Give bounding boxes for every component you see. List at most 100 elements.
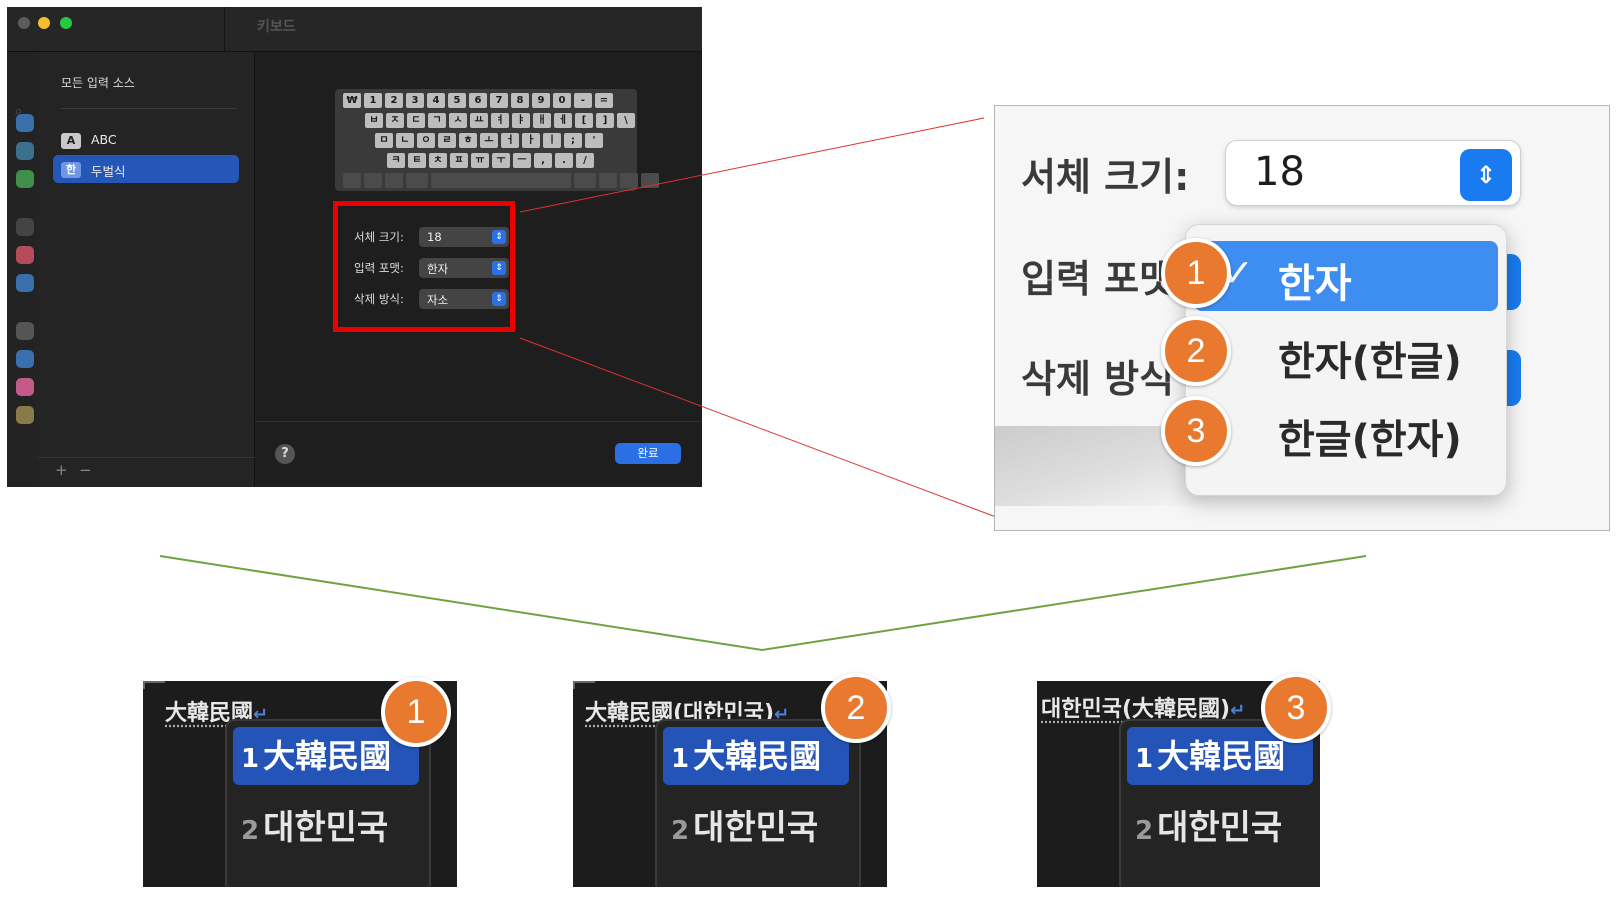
zoom-font-size-select[interactable]: 18 ⇕: [1225, 140, 1521, 206]
keyboard-key: ㅔ: [554, 113, 572, 128]
keyboard-key: ㅏ: [522, 133, 540, 148]
keyboard-key: ㅐ: [533, 113, 551, 128]
keyboard-key: /: [576, 153, 594, 168]
keyboard-key: ㅊ: [429, 153, 447, 168]
keyboard-key: ㅗ: [480, 133, 498, 148]
keyboard-key: [343, 173, 361, 188]
zoom-font-size-label: 서체 크기:: [1021, 155, 1190, 199]
keyboard-key: ㄱ: [428, 113, 446, 128]
input-format-dropdown-menu: ✓ 한자 한자(한글) 한글(한자): [1185, 224, 1507, 496]
input-sources-sidebar: 모든 입력 소스 A ABC 한 두벌식 + −: [37, 52, 255, 487]
keyboard-key: 3: [406, 93, 424, 108]
input-source-dubeolsik[interactable]: 한 두벌식: [53, 155, 239, 183]
menu-item-hanja-hangul[interactable]: 한자(한글): [1194, 319, 1498, 389]
minimize-button[interactable]: [38, 17, 50, 29]
maximize-button[interactable]: [60, 17, 72, 29]
keyboard-key: ㄷ: [407, 113, 425, 128]
crop-corner: [143, 681, 165, 689]
keyboard-key: [574, 173, 596, 188]
keyboard-key: ㅑ: [512, 113, 530, 128]
menu-item-hangul-hanja[interactable]: 한글(한자): [1194, 397, 1498, 467]
input-source-label: 두벌식: [91, 164, 126, 179]
keyboard-key: ㄴ: [396, 133, 414, 148]
keyboard-key: ㅠ: [471, 153, 489, 168]
keyboard-key: 4: [427, 93, 445, 108]
keyboard-key: ㅍ: [450, 153, 468, 168]
step-badge: 3: [1161, 396, 1231, 466]
keyboard-key: 5: [448, 93, 466, 108]
keyboard-key: [641, 173, 659, 188]
keyboard-key: ㅡ: [513, 153, 531, 168]
keyboard-key: -: [574, 93, 592, 108]
keyboard-key: .: [555, 153, 573, 168]
font-size-value: 18: [427, 230, 442, 244]
input-source-label: ABC: [91, 132, 117, 147]
title-bar: 키보드: [7, 7, 702, 52]
close-button[interactable]: [18, 17, 30, 29]
input-format-select[interactable]: 한자 ⇕: [419, 258, 509, 278]
add-source-button[interactable]: +: [55, 461, 68, 479]
chevron-updown-icon: ⇕: [492, 292, 506, 306]
keyboard-key: ㅣ: [543, 133, 561, 148]
step-badge: 2: [821, 673, 891, 743]
highlight-box: [333, 201, 515, 332]
menu-item-label: 한자: [1278, 261, 1352, 307]
game-center-icon[interactable]: [16, 378, 34, 396]
menu-item-label: 한자(한글): [1278, 339, 1462, 385]
keyboard-key: [385, 173, 403, 188]
hangul-icon: 한: [61, 162, 81, 178]
remove-source-button[interactable]: −: [79, 461, 92, 479]
keyboard-key: 1: [364, 93, 382, 108]
lock-icon[interactable]: [16, 218, 34, 236]
keyboard-key: 2: [385, 93, 403, 108]
users-icon[interactable]: [16, 274, 34, 292]
step-badge: 2: [1161, 316, 1231, 386]
zoom-font-size-value: 18: [1254, 149, 1305, 195]
chevron-updown-icon: ⇕: [1460, 149, 1512, 201]
keyboard-key: ㅇ: [417, 133, 435, 148]
keyboard-key: ㅂ: [365, 113, 383, 128]
display-icon[interactable]: [16, 142, 34, 160]
settings-icon[interactable]: [16, 114, 34, 132]
divider: [255, 421, 702, 422]
keyboard-key: ㅓ: [501, 133, 519, 148]
results-connector: [159, 555, 1367, 652]
keyboard-key: =: [595, 93, 613, 108]
keyboard-key: ㅅ: [449, 113, 467, 128]
menu-item-label: 한글(한자): [1278, 417, 1462, 463]
wallet-icon[interactable]: [16, 406, 34, 424]
internet-accounts-icon[interactable]: [16, 350, 34, 368]
done-button[interactable]: 완료: [615, 443, 681, 464]
sidebar-heading: 모든 입력 소스: [61, 76, 135, 90]
privacy-icon[interactable]: [16, 246, 34, 264]
keyboard-key: ㅎ: [459, 133, 477, 148]
help-button[interactable]: ?: [275, 444, 295, 464]
chevron-updown-icon: ⇕: [492, 230, 506, 244]
font-size-label: 서체 크기:: [354, 230, 404, 244]
keyboard-key: 8: [511, 93, 529, 108]
zoomed-settings-panel: 서체 크기: 18 ⇕ 입력 포맷 삭제 방식 ✓ 한자 한자(한글) 한글(한…: [994, 105, 1610, 531]
passwords-icon[interactable]: [16, 322, 34, 340]
battery-icon[interactable]: [16, 170, 34, 188]
chevron-updown-icon: ⇕: [492, 261, 506, 275]
keyboard-key: ㅁ: [375, 133, 393, 148]
divider: [61, 108, 237, 109]
step-badge: 3: [1261, 673, 1331, 743]
menu-item-hanja[interactable]: ✓ 한자: [1194, 241, 1498, 311]
delete-mode-select[interactable]: 자소 ⇕: [419, 289, 509, 309]
input-source-abc[interactable]: A ABC: [53, 126, 239, 154]
abc-icon: A: [61, 133, 81, 149]
zoom-delete-mode-label: 삭제 방식: [1021, 357, 1175, 401]
font-size-select[interactable]: 18 ⇕: [419, 227, 509, 247]
keyboard-key: ㅌ: [408, 153, 426, 168]
divider: [37, 457, 255, 458]
